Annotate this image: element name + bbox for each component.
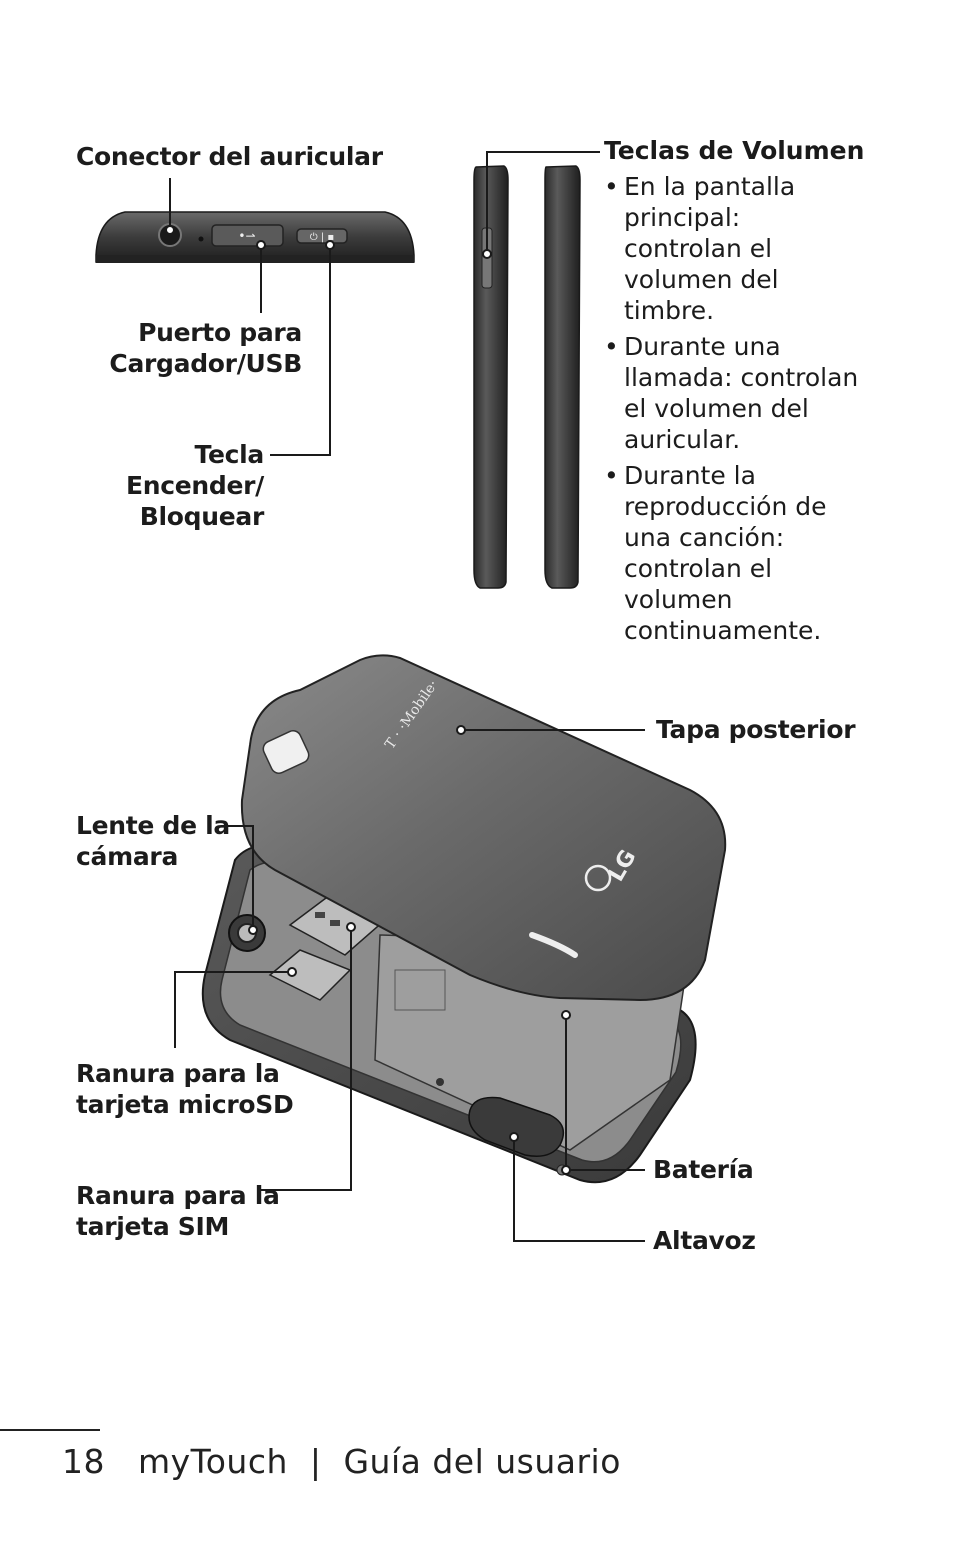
label-power-key: Tecla Encender/ Bloquear — [60, 439, 264, 532]
svg-text:•⇀: •⇀ — [238, 229, 255, 243]
phone-top-edge: •⇀ ⏻ | ▪ — [95, 211, 415, 263]
label-microsd-line1: Ranura para la — [76, 1059, 280, 1088]
back-cover: T · ·Mobile· LG — [240, 654, 727, 1002]
phone-side-right — [544, 165, 581, 589]
camera-window — [262, 730, 310, 774]
volume-keys-bullets: En la pantalla principal: controlan el v… — [604, 171, 864, 651]
footer-subtitle: Guía del usuario — [343, 1442, 621, 1481]
label-battery: Batería — [653, 1155, 754, 1184]
label-back-cover: Tapa posterior — [656, 715, 856, 744]
speaker-grille — [468, 1096, 565, 1157]
footer-title: myTouch — [137, 1442, 288, 1481]
label-headphone-jack: Conector del auricular — [76, 142, 383, 171]
svg-text:⏻ | ▪: ⏻ | ▪ — [310, 232, 334, 243]
label-camera-lens-line1: Lente de la — [76, 811, 230, 840]
label-usb-port-line2: Cargador/USB — [109, 349, 302, 378]
label-power-key-line1: Tecla Encender/ — [125, 440, 264, 500]
volume-bullet-3: Durante la reproducción de una canción: … — [604, 460, 864, 646]
label-usb-port-line1: Puerto para — [138, 318, 302, 347]
label-sim-line2: tarjeta SIM — [76, 1212, 230, 1241]
label-usb-port: Puerto para Cargador/USB — [100, 317, 302, 379]
label-sim-line1: Ranura para la — [76, 1181, 280, 1210]
usb-port-slot — [211, 224, 284, 247]
leader-dots — [165, 225, 571, 1175]
page-number: 18 — [62, 1442, 105, 1481]
footer-rule — [0, 1429, 100, 1431]
page-footer: 18 myTouch | Guía del usuario — [62, 1440, 621, 1484]
footer-separator: | — [309, 1442, 322, 1481]
power-key-button — [296, 228, 348, 244]
label-camera-lens: Lente de la cámara — [76, 810, 230, 872]
volume-bullet-1: En la pantalla principal: controlan el v… — [604, 171, 864, 326]
label-power-key-line2: Bloquear — [139, 502, 265, 531]
label-microsd-slot: Ranura para la tarjeta microSD — [76, 1058, 294, 1120]
label-sim-slot: Ranura para la tarjeta SIM — [76, 1180, 280, 1242]
phone-side-left — [473, 165, 509, 589]
label-speaker: Altavoz — [653, 1226, 756, 1255]
label-microsd-line2: tarjeta microSD — [76, 1090, 294, 1119]
volume-bullet-2: Durante una llamada: controlan el volume… — [604, 331, 864, 455]
label-camera-lens-line2: cámara — [76, 842, 179, 871]
leader-lines — [169, 151, 645, 1242]
volume-keys-title: Teclas de Volumen — [604, 136, 865, 165]
